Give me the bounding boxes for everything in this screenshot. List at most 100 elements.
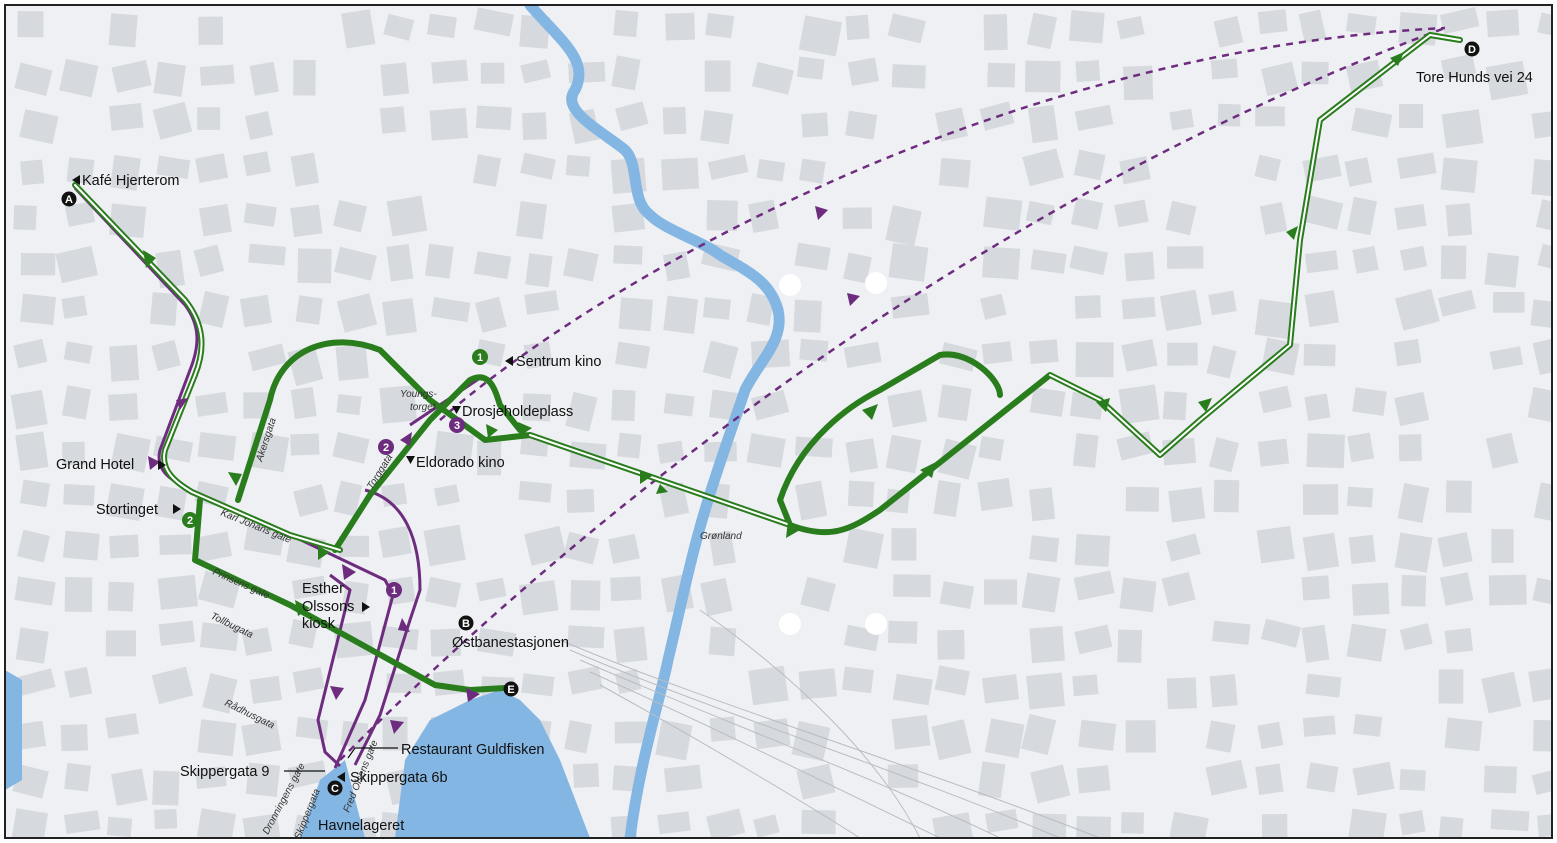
city-block [793, 299, 822, 333]
city-block [801, 809, 836, 835]
city-block [381, 298, 417, 336]
city-block [66, 157, 95, 185]
city-block [1399, 245, 1428, 271]
pointer-icon [452, 406, 461, 414]
city-block [1306, 433, 1346, 469]
city-block [242, 813, 282, 838]
city-block [386, 195, 428, 237]
city-block [1210, 58, 1238, 80]
city-block [341, 9, 376, 49]
city-block [151, 339, 181, 372]
city-block [1533, 719, 1552, 752]
city-block [1396, 152, 1437, 180]
city-block [63, 530, 100, 561]
city-block [1302, 715, 1336, 737]
green-arrow [1198, 398, 1212, 412]
city-block [20, 253, 56, 276]
city-block [1029, 535, 1060, 563]
city-block [1257, 721, 1284, 750]
city-block [293, 484, 329, 517]
city-block [982, 246, 1021, 280]
city-block [1026, 12, 1057, 50]
city-block [1068, 10, 1105, 44]
purple-marker-1: 1 [386, 582, 402, 598]
label-drosjeholdeplass: Drosjeholdeplass [462, 404, 573, 420]
city-block [106, 816, 133, 838]
label-gronland: Grønland [700, 531, 742, 542]
city-block [1438, 669, 1464, 704]
city-block [197, 290, 230, 328]
city-block [248, 343, 287, 372]
city-block [1166, 677, 1197, 710]
city-block [847, 57, 880, 86]
city-block [522, 112, 547, 141]
city-block [1345, 59, 1384, 93]
city-block [155, 485, 188, 521]
city-block [196, 808, 237, 838]
city-block [1072, 433, 1099, 468]
city-block [1021, 572, 1061, 613]
city-block [1255, 106, 1285, 127]
label-esther-3: kiosk [302, 616, 336, 632]
city-block [845, 438, 879, 473]
city-block [1535, 199, 1552, 235]
city-block [378, 526, 412, 559]
city-block [287, 760, 328, 789]
city-block [198, 203, 232, 237]
city-block [984, 718, 1025, 759]
city-block [799, 158, 826, 184]
city-block [111, 59, 152, 93]
city-block [243, 202, 277, 227]
city-block [615, 101, 649, 132]
city-block [980, 293, 1007, 320]
city-block [61, 295, 88, 319]
city-block [105, 630, 137, 657]
city-block [753, 814, 780, 838]
city-block [1205, 759, 1248, 796]
city-block [386, 673, 422, 694]
city-block [336, 293, 378, 333]
city-block [1217, 103, 1241, 127]
city-block [197, 431, 237, 461]
city-block [705, 808, 746, 838]
city-block [1021, 713, 1057, 756]
svg-text:3: 3 [454, 420, 460, 432]
city-block [17, 11, 44, 38]
city-block [841, 666, 874, 694]
city-block [750, 389, 790, 421]
harbour-water [395, 690, 590, 838]
city-block [379, 106, 406, 134]
city-block [290, 204, 323, 238]
city-block [1347, 196, 1378, 236]
label-kafe-hjerterom: Kafé Hjerterom [82, 173, 180, 189]
label-restaurant-guldfisken: Restaurant Guldfisken [401, 742, 544, 758]
label-skippergata-6b: Skippergata 6b [350, 770, 448, 786]
city-block [984, 808, 1019, 833]
city-block [1441, 109, 1484, 149]
purple-arrow [148, 456, 160, 470]
pointer-icon [72, 175, 80, 185]
city-block [1121, 339, 1158, 372]
city-block [1167, 811, 1209, 838]
city-block [1255, 763, 1284, 795]
city-block [153, 61, 186, 97]
city-block [19, 109, 59, 145]
city-block [1304, 195, 1344, 230]
city-block [800, 576, 836, 612]
city-block [61, 441, 86, 466]
city-block [566, 488, 595, 514]
city-block [1212, 620, 1251, 645]
svg-text:1: 1 [391, 585, 397, 597]
city-block [1116, 15, 1145, 40]
city-block [426, 13, 457, 39]
dashed-routes [339, 26, 1446, 761]
city-block [565, 391, 598, 432]
city-block [1481, 671, 1522, 714]
city-block [1256, 525, 1295, 564]
city-block [1029, 387, 1066, 417]
city-block [1074, 104, 1114, 131]
city-block [939, 581, 975, 609]
green-arrow [1390, 52, 1404, 66]
city-block [1074, 533, 1111, 567]
city-block [1351, 107, 1393, 138]
